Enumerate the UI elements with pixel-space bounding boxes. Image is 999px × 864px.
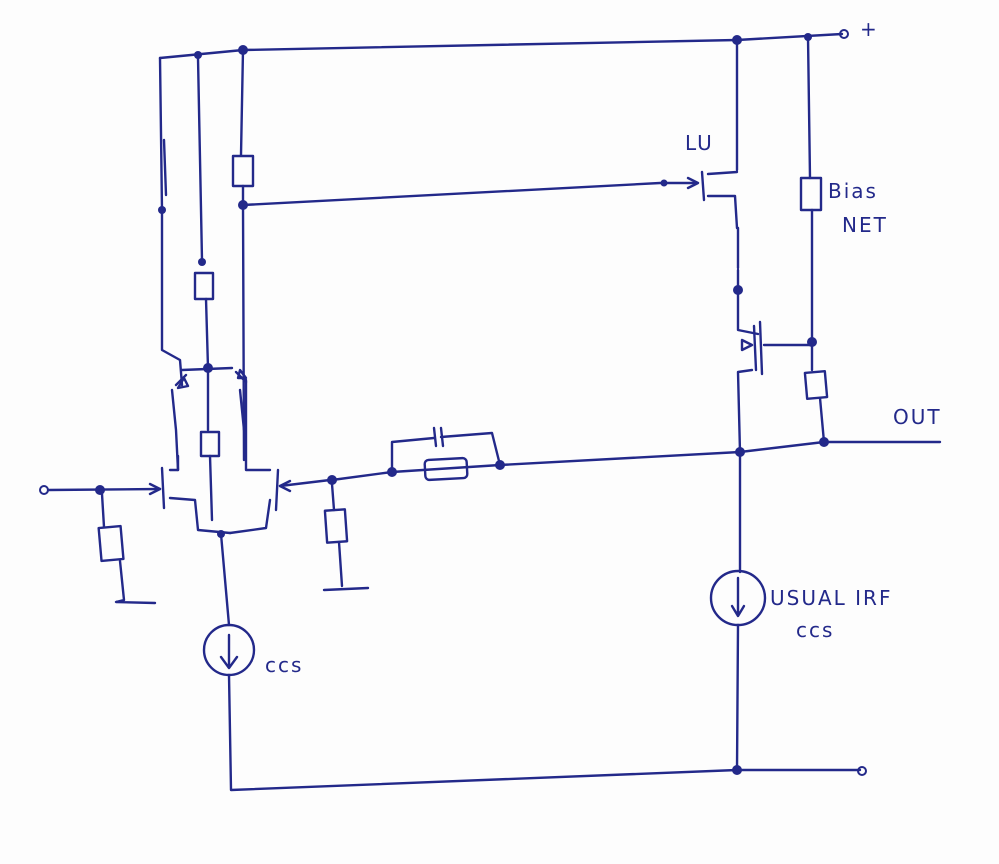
- input-stage: [39, 482, 162, 605]
- left-current-source: [202, 623, 256, 677]
- mirror-emitter-arrow-left: [176, 376, 190, 390]
- mirror-node-2: [198, 258, 206, 266]
- lu-transistor-label: LU: [685, 131, 714, 155]
- lu-gate-node: [660, 179, 668, 187]
- differential-pair: [160, 378, 332, 627]
- positive-rail: [158, 29, 849, 60]
- ccs-current-source: [202, 623, 256, 677]
- out-label: OUT: [893, 405, 942, 429]
- feedback-node-a: [387, 467, 397, 477]
- negative-rail: [227, 673, 867, 792]
- feedback-resistor: [423, 456, 469, 482]
- current-source-arrow-right: [730, 576, 746, 618]
- ccs-right-label: ccs: [796, 618, 834, 642]
- positive-supply-label: +: [860, 17, 879, 41]
- bias-label: Bias: [828, 179, 878, 203]
- cascode-section: [158, 48, 700, 522]
- positive-terminal: [839, 29, 849, 39]
- negative-terminal: [857, 766, 867, 776]
- bias-resistor-net: [799, 176, 823, 212]
- input-node: [95, 485, 105, 495]
- output-stage: [700, 35, 942, 772]
- lu-base-resistor: [231, 154, 255, 188]
- feedback-shunt-resistor: [323, 508, 349, 544]
- rail-node-mid: [194, 51, 202, 59]
- bias-resistor-low: [803, 369, 829, 401]
- feedback-node-b: [495, 460, 505, 470]
- input-resistor: [97, 524, 125, 563]
- mirror-resistor: [193, 271, 215, 301]
- output-fet-arrow: [740, 338, 754, 352]
- mirror-node-top: [158, 206, 166, 214]
- mirror-emitter-resistor: [199, 430, 221, 458]
- net-label: NET: [842, 213, 888, 237]
- current-source-arrow-left: [219, 633, 239, 670]
- usual-irf-label: USUAL IRF: [770, 586, 892, 610]
- ccs-left-label: ccs: [265, 653, 303, 677]
- feedback-network: [322, 426, 742, 592]
- feedback-capacitor: [432, 426, 445, 448]
